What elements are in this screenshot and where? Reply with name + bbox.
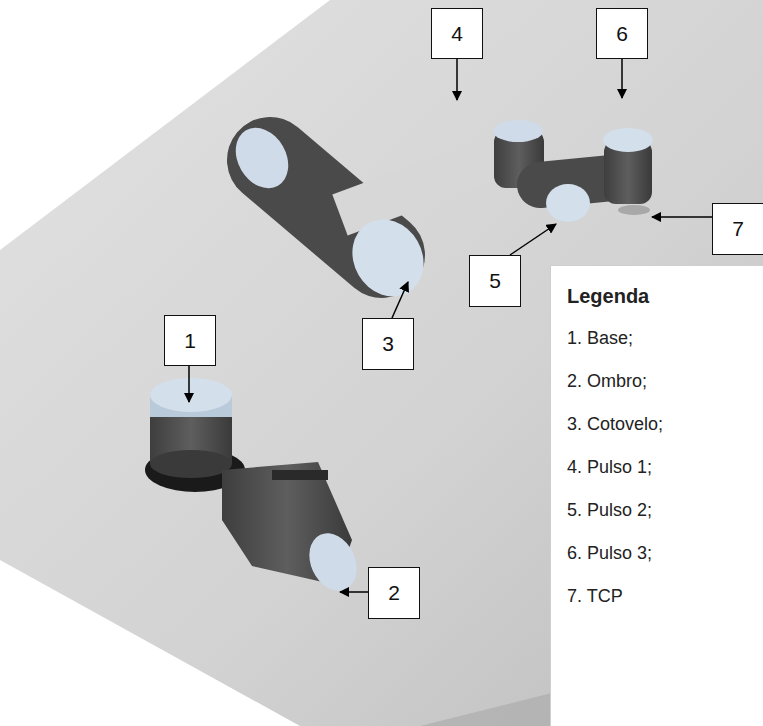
legend-item: 7. TCP	[567, 575, 753, 618]
shoulder-cap	[300, 526, 365, 599]
legend-item: 2. Ombro;	[567, 360, 753, 403]
legend-title: Legenda	[567, 282, 753, 310]
link-ring	[272, 470, 328, 480]
elbow-cap	[339, 206, 438, 309]
leader-arrow	[510, 224, 556, 255]
callout-box: 5	[469, 255, 521, 307]
leader-arrow	[456, 58, 458, 100]
callout-number: 5	[489, 269, 501, 293]
base-cap	[150, 378, 232, 412]
callout-box: 4	[431, 8, 483, 59]
leader-arrow	[188, 365, 190, 402]
callout-number: 6	[616, 22, 628, 46]
legend-item: 4. Pulso 1;	[567, 446, 753, 489]
callout-number: 4	[451, 22, 463, 46]
upper-arm-tube	[272, 260, 328, 490]
base-bottom	[150, 450, 232, 478]
callout-box: 7	[712, 203, 763, 255]
callout-box: 2	[368, 567, 420, 619]
tool-flange	[618, 205, 650, 215]
wrist2-cap	[546, 184, 590, 222]
callout-box: 3	[362, 318, 414, 370]
leader-arrow	[621, 58, 623, 98]
callout-number: 1	[184, 329, 196, 353]
leader-arrow	[652, 216, 712, 218]
callout-box: 1	[164, 315, 216, 366]
callout-box: 6	[596, 8, 648, 59]
legend-item: 3. Cotovelo;	[567, 403, 753, 446]
elbow-cap-far	[225, 118, 299, 197]
legend-item: 1. Base;	[567, 317, 753, 360]
leader-arrow	[392, 282, 408, 318]
legend-item: 6. Pulso 3;	[567, 532, 753, 575]
wrist3-cap	[603, 128, 653, 152]
legend-item: 5. Pulso 2;	[567, 489, 753, 532]
callout-number: 7	[732, 217, 744, 241]
legend-box: Legenda 1. Base;2. Ombro;3. Cotovelo;4. P…	[550, 265, 763, 726]
callout-number: 3	[382, 332, 394, 356]
wrist2-body	[540, 178, 612, 185]
wrist1-cap	[493, 120, 543, 142]
leader-arrow	[340, 591, 368, 593]
forearm-tube	[340, 150, 515, 215]
callout-number: 2	[388, 581, 400, 605]
